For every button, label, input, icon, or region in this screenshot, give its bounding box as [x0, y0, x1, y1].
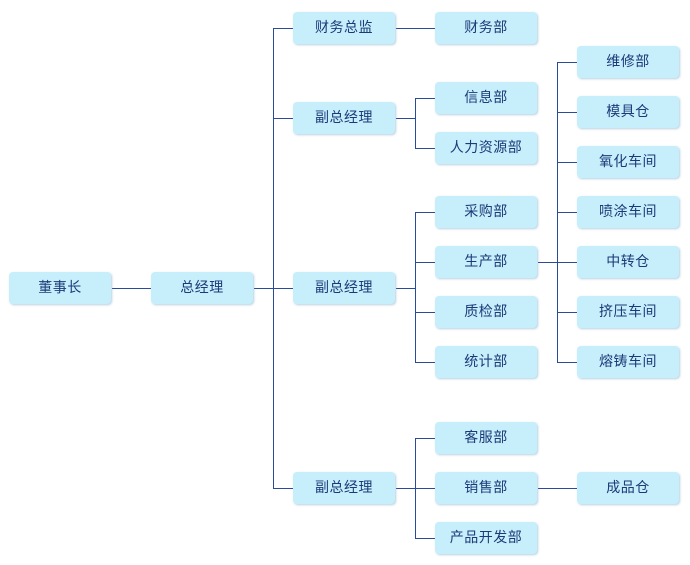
node-hr-dept: 人力资源部: [435, 132, 537, 164]
node-casting-workshop: 熔铸车间: [577, 346, 679, 378]
node-vp-1: 副总经理: [293, 102, 395, 134]
node-product-dev-dept: 产品开发部: [435, 522, 537, 554]
node-mold-warehouse: 模具仓: [577, 96, 679, 128]
node-chairman: 董事长: [9, 272, 111, 304]
node-general-manager: 总经理: [151, 272, 253, 304]
node-transfer-warehouse: 中转仓: [577, 246, 679, 278]
node-vp-3: 副总经理: [293, 472, 395, 504]
node-vp-2: 副总经理: [293, 272, 395, 304]
node-sales-dept: 销售部: [435, 472, 537, 504]
node-spray-workshop: 喷涂车间: [577, 196, 679, 228]
node-production-dept: 生产部: [435, 246, 537, 278]
node-purchasing-dept: 采购部: [435, 196, 537, 228]
node-info-dept: 信息部: [435, 82, 537, 114]
node-finance-dept: 财务部: [435, 12, 537, 44]
node-finished-goods-warehouse: 成品仓: [577, 472, 679, 504]
node-maintenance-dept: 维修部: [577, 46, 679, 78]
node-oxidation-workshop: 氧化车间: [577, 146, 679, 178]
node-qc-dept: 质检部: [435, 296, 537, 328]
node-customer-service-dept: 客服部: [435, 422, 537, 454]
node-finance-director: 财务总监: [293, 12, 395, 44]
node-extrusion-workshop: 挤压车间: [577, 296, 679, 328]
node-statistics-dept: 统计部: [435, 346, 537, 378]
